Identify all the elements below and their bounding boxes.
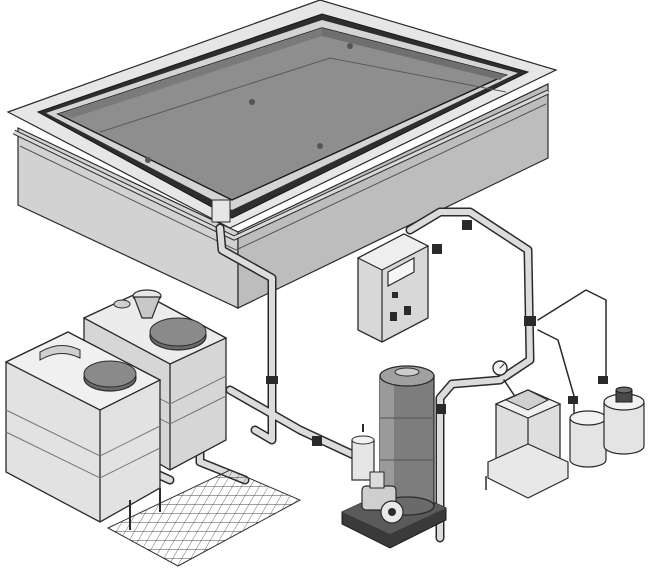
valve bbox=[598, 376, 608, 384]
pool-drain bbox=[145, 157, 151, 163]
panel-button bbox=[404, 306, 411, 315]
control-panel bbox=[356, 233, 430, 343]
chemical-tank-1 bbox=[569, 410, 607, 468]
floor-grate bbox=[106, 469, 302, 567]
valve bbox=[568, 396, 578, 404]
skimmer bbox=[211, 199, 231, 223]
funnel-icon bbox=[132, 289, 162, 319]
chemical-tank-2 bbox=[603, 386, 645, 455]
filter-pump-unit bbox=[341, 365, 447, 549]
valve bbox=[524, 316, 536, 326]
pool bbox=[6, 0, 558, 309]
heat-exchanger bbox=[485, 389, 569, 499]
panel-display bbox=[387, 256, 415, 288]
panel-button bbox=[392, 292, 398, 298]
valve bbox=[436, 404, 446, 414]
valve bbox=[312, 436, 322, 446]
dosing-pump-icon bbox=[615, 386, 633, 403]
multiport-valve-icon bbox=[351, 424, 375, 481]
circulation-pump bbox=[361, 471, 404, 524]
valve bbox=[432, 244, 442, 254]
panel-button bbox=[390, 312, 397, 321]
storage-tank-front bbox=[4, 331, 162, 530]
valve bbox=[462, 220, 472, 230]
pool-drain bbox=[249, 99, 255, 105]
pool-drain bbox=[347, 43, 353, 49]
valve bbox=[266, 376, 278, 384]
pool-drain bbox=[317, 143, 323, 149]
